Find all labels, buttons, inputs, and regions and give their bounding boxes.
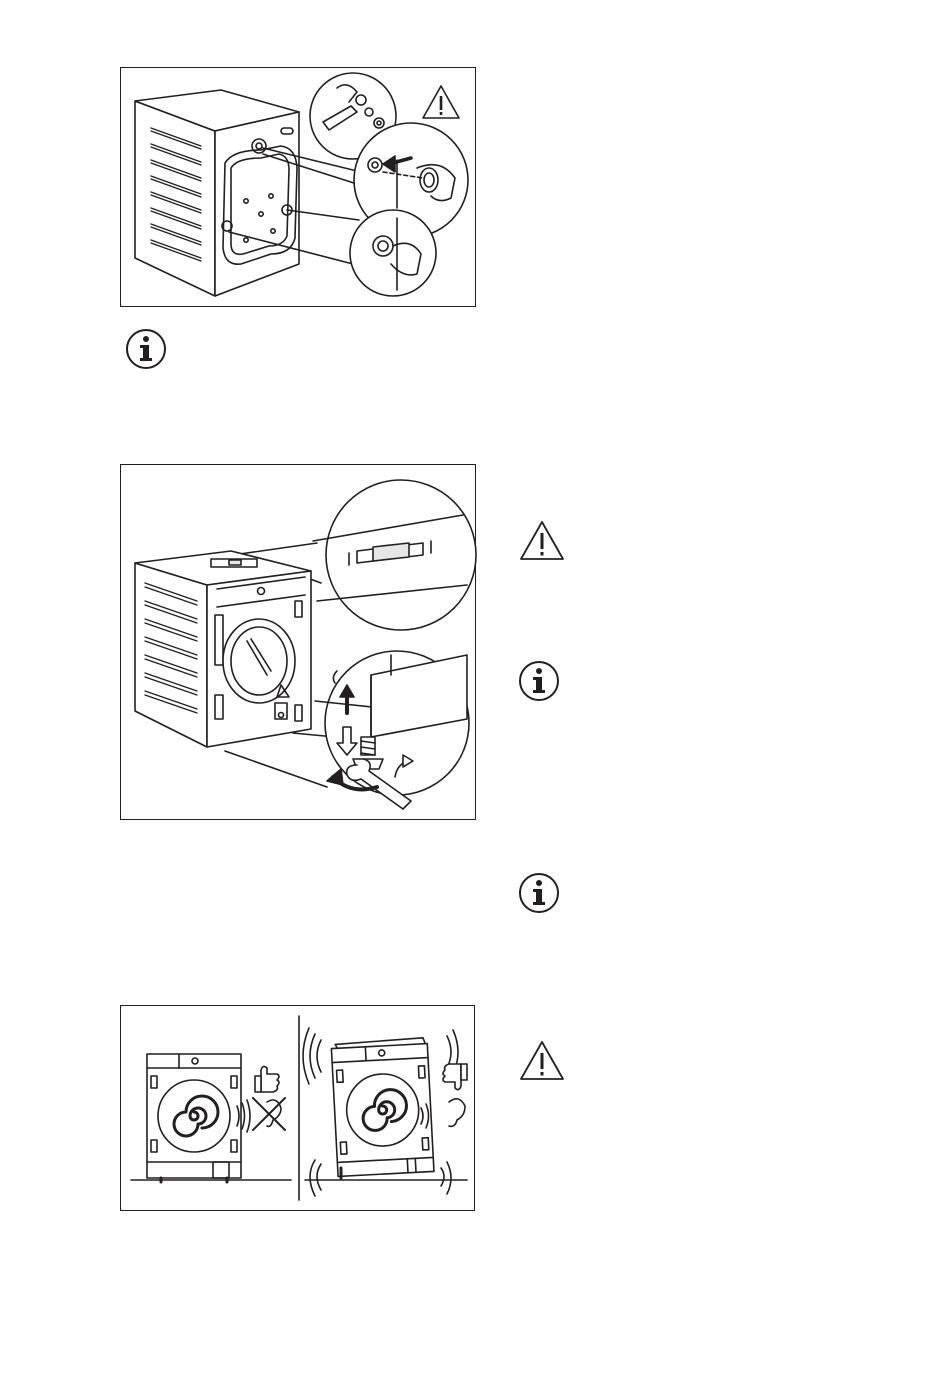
machine-side-panel <box>135 101 215 296</box>
warning-icon <box>518 519 566 563</box>
crossed-ear-icon <box>253 1098 285 1130</box>
figure-vibration-noise <box>120 1005 475 1211</box>
warning-icon <box>518 1039 566 1083</box>
machine-level <box>147 1054 250 1182</box>
detail-circle-3 <box>350 210 436 296</box>
thumbs-up-icon <box>261 1066 279 1092</box>
info-icon <box>125 328 167 370</box>
ear-icon <box>449 1099 465 1127</box>
info-icon <box>518 660 560 702</box>
figure-remove-transit-bolts <box>120 67 476 307</box>
thumbs-down-icon <box>443 1064 461 1090</box>
figure-level-appliance <box>120 464 476 820</box>
info-icon <box>518 872 560 914</box>
warning-icon <box>421 84 461 120</box>
machine-unlevel <box>331 1038 434 1177</box>
